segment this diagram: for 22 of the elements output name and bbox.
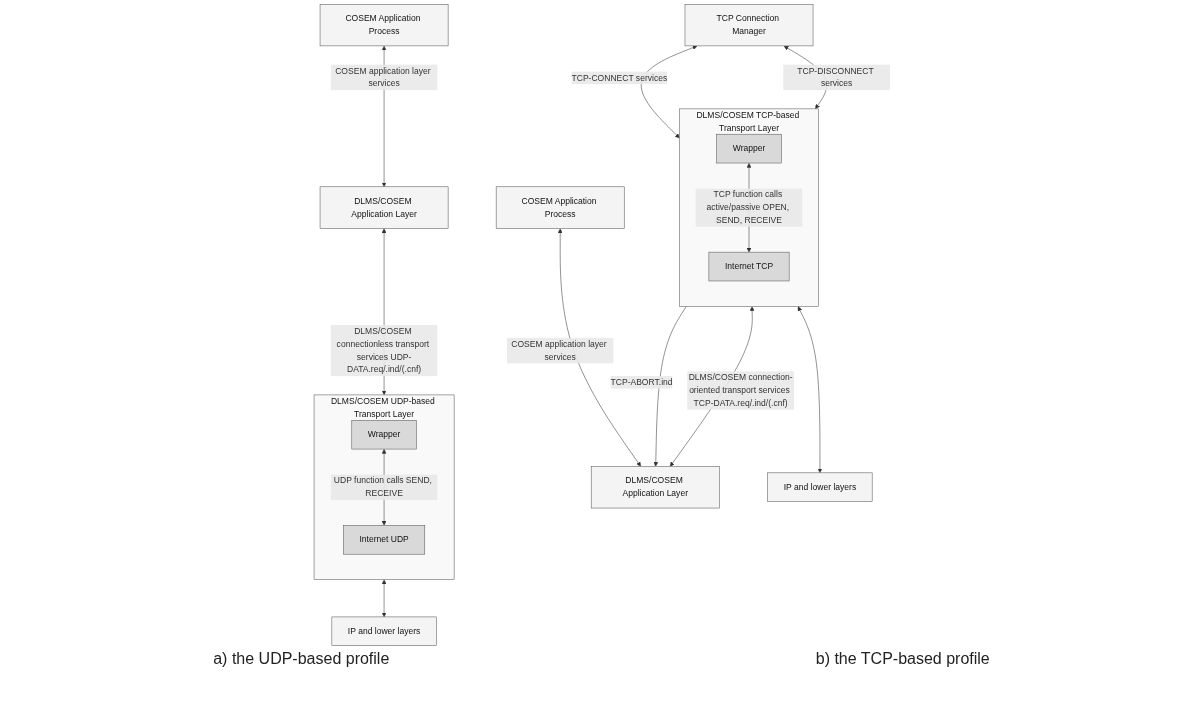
- node-box: Internet TCP: [708, 251, 789, 282]
- edge-label: COSEM application layer services: [510, 339, 607, 362]
- edge-label: COSEM application layer services: [334, 66, 431, 89]
- node-box: DLMS/COSEM Application Layer: [319, 186, 448, 229]
- node-box: IP and lower layers: [331, 616, 437, 646]
- node-box: COSEM Application Process: [319, 4, 448, 47]
- node-box: Internet UDP: [342, 525, 425, 555]
- node-box: Wrapper: [351, 420, 417, 450]
- node-box: COSEM Application Process: [495, 186, 624, 229]
- edge-label: DLMS/COSEM connection-oriented transport services TCP-DATA.req/.ind/(.cnf): [688, 372, 793, 408]
- edge-label: TCP function calls active/passive OPEN, SEND, RECEIVE: [706, 189, 789, 225]
- node-box: Wrapper: [715, 133, 782, 164]
- edge-label: UDP function calls SEND, RECEIVE: [333, 476, 432, 498]
- edge-label: TCP-DISCONNECT services: [796, 66, 874, 89]
- edge-label: TCP-ABORT.ind: [610, 377, 673, 387]
- node-box: DLMS/COSEM Application Layer: [590, 466, 720, 509]
- edge-label: DLMS/COSEM connectionless transport services UDP-DATA.req/.ind/(.cnf): [336, 326, 429, 375]
- figure-caption: a) the UDP-based profile: [213, 650, 390, 668]
- figure-caption: b) the TCP-based profile: [815, 650, 990, 668]
- node-box: TCP Connection Manager: [684, 4, 813, 47]
- node-box: IP and lower layers: [766, 472, 872, 502]
- edge-label: TCP-CONNECT services: [571, 73, 667, 83]
